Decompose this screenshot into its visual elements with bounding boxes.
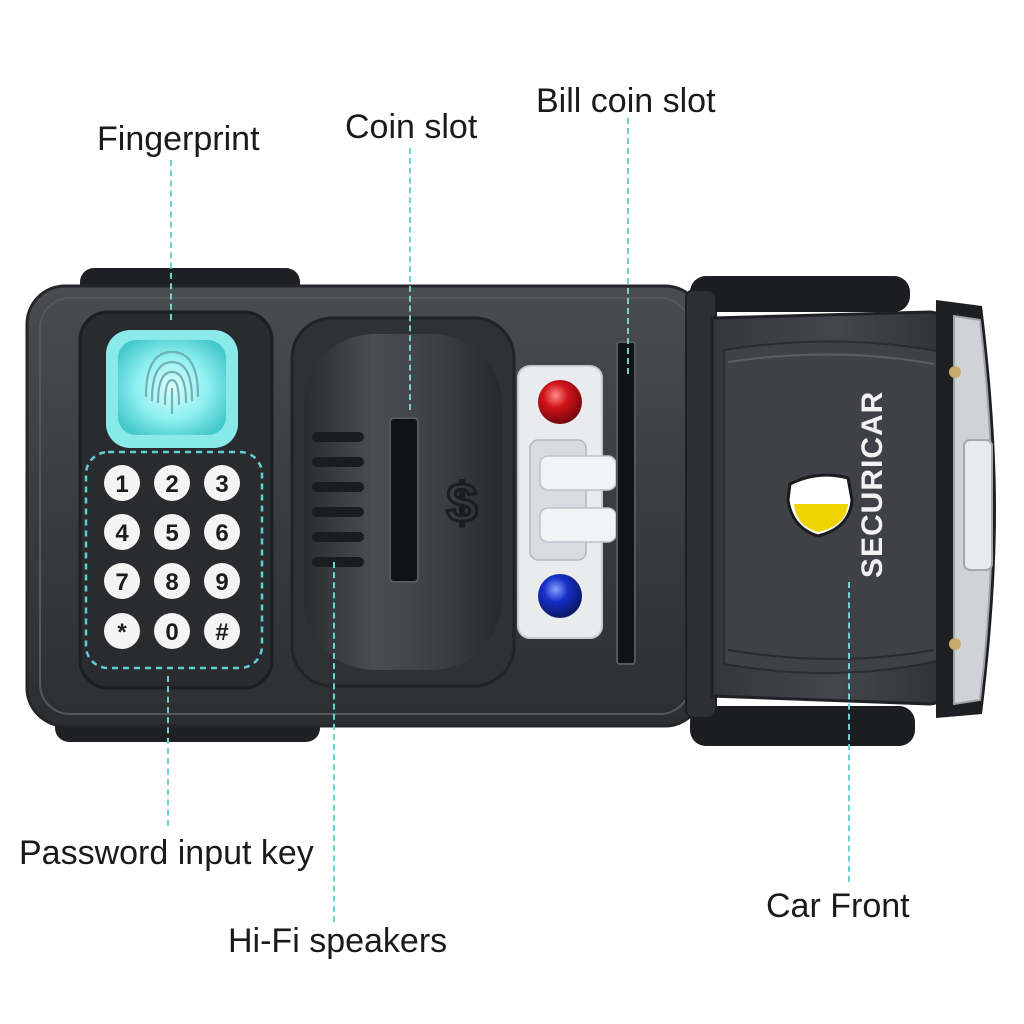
key-star[interactable]: * <box>104 613 140 649</box>
coin-slot-label: Coin slot <box>345 108 478 146</box>
svg-text:3: 3 <box>215 471 228 498</box>
key-0[interactable]: 0 <box>154 613 190 649</box>
fingerprint-leader-line <box>170 160 172 320</box>
key-hash[interactable]: # <box>204 613 240 649</box>
speaker-grille <box>312 432 364 567</box>
key-3[interactable]: 3 <box>204 465 240 501</box>
key-6[interactable]: 6 <box>204 514 240 550</box>
key-9[interactable]: 9 <box>204 563 240 599</box>
keypad: 1 2 3 4 5 6 7 8 9 * 0 # <box>104 465 240 649</box>
blue-siren-light <box>538 574 582 618</box>
svg-text:*: * <box>117 619 127 646</box>
hifi-speakers-label: Hi-Fi speakers <box>228 922 448 960</box>
svg-text:8: 8 <box>165 569 178 596</box>
svg-text:0: 0 <box>165 619 178 646</box>
car-front-label: Car Front <box>766 887 910 925</box>
front-wheels <box>690 276 915 746</box>
svg-text:#: # <box>215 619 228 646</box>
coin-slot[interactable] <box>389 417 419 583</box>
fingerprint-label: Fingerprint <box>97 120 260 158</box>
key-7[interactable]: 7 <box>104 563 140 599</box>
fingerprint-icon <box>144 350 200 415</box>
coin-slot-leader-line <box>409 148 411 410</box>
red-siren-light <box>538 380 582 424</box>
key-2[interactable]: 2 <box>154 465 190 501</box>
key-4[interactable]: 4 <box>104 514 140 550</box>
svg-text:6: 6 <box>215 520 228 547</box>
svg-text:5: 5 <box>165 520 178 547</box>
keypad-outline <box>84 450 264 670</box>
svg-text:9: 9 <box>215 569 228 596</box>
bill-coin-slot[interactable] <box>616 341 636 665</box>
key-5[interactable]: 5 <box>154 514 190 550</box>
brand-text: SECURICAR <box>856 391 889 578</box>
password-input-key-leader-line <box>167 676 169 826</box>
car-front <box>710 300 996 718</box>
bill-coin-slot-label: Bill coin slot <box>536 82 716 120</box>
key-8[interactable]: 8 <box>154 563 190 599</box>
svg-text:7: 7 <box>115 569 128 596</box>
svg-text:2: 2 <box>165 471 178 498</box>
hifi-speakers-leader-line <box>333 562 335 922</box>
bill-coin-slot-leader-line <box>627 118 629 374</box>
fingerprint-sensor[interactable] <box>106 330 238 448</box>
shield-logo-icon <box>786 473 854 538</box>
dollar-symbol: $ <box>446 471 477 534</box>
key-1[interactable]: 1 <box>104 465 140 501</box>
car-front-leader-line <box>848 582 850 882</box>
svg-text:1: 1 <box>115 471 128 498</box>
siren-bar <box>529 439 617 561</box>
svg-text:4: 4 <box>115 520 129 547</box>
password-input-key-label: Password input key <box>19 834 314 872</box>
